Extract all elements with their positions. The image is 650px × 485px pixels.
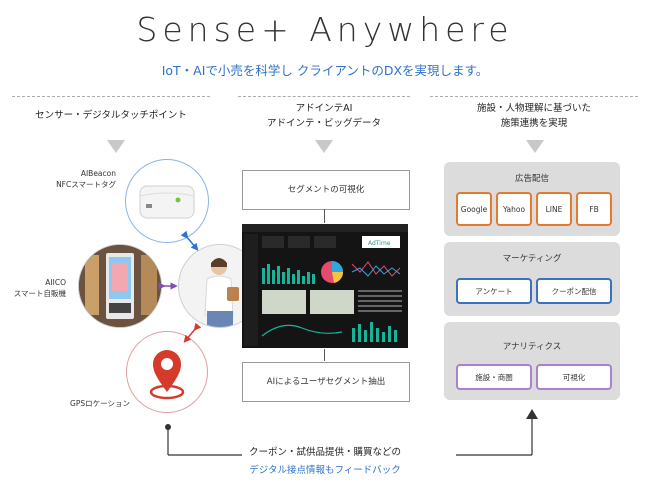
panel-analytics: アナリティクス 施設・商圏 可視化 xyxy=(444,322,620,400)
feedback-loop-line xyxy=(165,409,538,456)
panel-marketing: マーケティング アンケート クーポン配信 xyxy=(444,242,620,316)
column-heading-line: アドインテAI xyxy=(295,103,353,114)
down-arrow-icon xyxy=(526,140,544,153)
column-heading-line: アドインテ・ビッグデータ xyxy=(266,118,381,129)
dashboard-logo: AdTime xyxy=(368,240,391,247)
ai-segment-box: AIによるユーザセグメント抽出 xyxy=(242,362,410,402)
feedback-highlight: デジタル接点情報もフィードバック xyxy=(249,465,401,476)
dashboard-graphic: AdTime xyxy=(242,224,408,346)
column-heading-sensors: センサー・デジタルタッチポイント xyxy=(35,110,187,121)
column-heading-line: 施策連携を実現 xyxy=(500,118,568,129)
channel-google: Google xyxy=(456,192,492,226)
beacon-circle xyxy=(125,159,209,243)
panel-title: マーケティング xyxy=(502,254,562,264)
column-divider xyxy=(430,96,638,97)
channel-fb: FB xyxy=(576,192,612,226)
panel-title: 広告配信 xyxy=(514,174,549,184)
sensor-label-line: AIBeacon xyxy=(80,169,116,178)
channel-yahoo: Yahoo xyxy=(496,192,532,226)
dashboard-screenshot: AdTime xyxy=(242,224,408,348)
marketing-survey: アンケート xyxy=(456,278,532,304)
down-arrow-icon xyxy=(315,140,333,153)
column-divider xyxy=(238,96,410,97)
panel-ad-delivery: 広告配信 Google Yahoo LINE FB xyxy=(444,162,620,236)
column-heading-actions: 施設・人物理解に基づいた 施策連携を実現 xyxy=(430,101,638,131)
sensor-label-gps: GPSロケーション xyxy=(70,399,130,408)
page-title: Sense+ Anywhere xyxy=(136,10,514,49)
connector-line xyxy=(324,349,325,361)
beacon-device-icon xyxy=(139,185,195,219)
channel-line: LINE xyxy=(536,192,572,226)
connector-line xyxy=(324,209,325,223)
connector-arrows xyxy=(158,230,202,343)
column-heading-line: 施設・人物理解に基づいた xyxy=(476,103,591,114)
gps-circle xyxy=(126,331,208,413)
sensor-label-line: AIICO xyxy=(45,278,66,287)
sensor-label-line: スマート自販機 xyxy=(13,289,66,298)
column-divider xyxy=(12,96,210,97)
sensor-label-beacon: AIBeacon NFCスマートタグ xyxy=(20,168,116,190)
analytics-visualization: 可視化 xyxy=(536,364,612,390)
sensor-label-vending: AIICO スマート自販機 xyxy=(10,277,66,299)
page-subtitle: IoT・AIで小売を科学し クライアントのDXを実現します。 xyxy=(161,63,489,78)
panel-title: アナリティクス xyxy=(502,342,562,352)
analytics-facility: 施設・商圏 xyxy=(456,364,532,390)
column-heading-ai: アドインテAI アドインテ・ビッグデータ xyxy=(238,101,410,131)
vending-machine-icon xyxy=(79,245,161,327)
sensor-label-line: NFCスマートタグ xyxy=(56,180,116,189)
down-arrow-icon xyxy=(107,140,125,153)
map-pin-icon xyxy=(149,350,185,400)
segment-visualization-box: セグメントの可視化 xyxy=(242,170,410,210)
feedback-text: クーポン・試供品提供・購買などの xyxy=(248,447,401,458)
marketing-coupon: クーポン配信 xyxy=(536,278,612,304)
